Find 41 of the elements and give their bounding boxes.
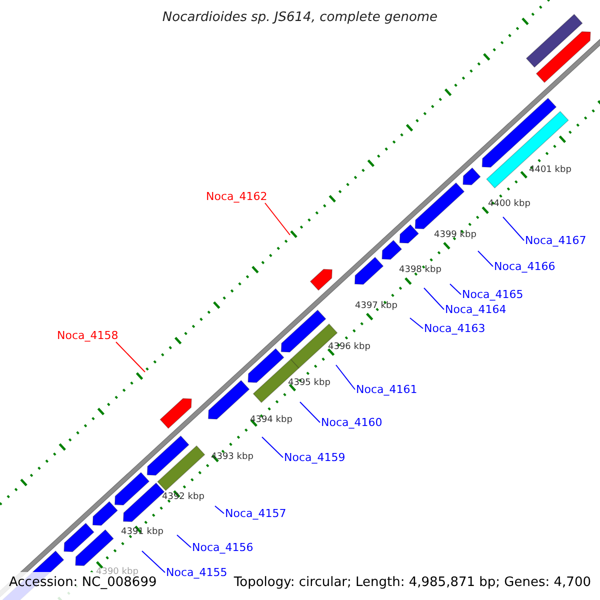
scale-label: 4395 kbp (288, 378, 330, 388)
scale-label: 4391 kbp (121, 528, 164, 536)
leader-line (264, 202, 290, 236)
map-title: Nocardioides sp. JS614, complete genome (161, 11, 439, 24)
leader-line (300, 402, 320, 423)
gene-label: Noca_4162 (206, 191, 268, 202)
gene-label: Noca_4164 (445, 304, 506, 315)
scale-label: 4394 kbp (250, 416, 292, 424)
gene-label: Noca_4166 (494, 261, 556, 272)
leader-line (116, 342, 146, 372)
scale-label: 4398 kbp (399, 266, 442, 274)
accession-label: Accession: NC_008699 (9, 576, 157, 588)
gene-label: Noca_4167 (525, 235, 586, 246)
scale-label: 4400 kbp (488, 200, 530, 208)
leader-line (142, 550, 166, 573)
leader-line (262, 436, 284, 458)
gene-label: Noca_4161 (356, 384, 418, 395)
gene-label: Noca_4158 (57, 330, 118, 341)
leader-line (450, 284, 462, 295)
leader-line (410, 318, 424, 329)
gene-label: Noca_4165 (462, 289, 524, 300)
scale-label: 4393 kbp (211, 452, 254, 462)
leader-line (214, 506, 224, 514)
scale-label: 4399 kbp (434, 230, 476, 240)
genome-summary: Topology: circular; Length: 4,985,871 bp; Genes: 4,700 (234, 576, 591, 588)
leader-line (336, 364, 356, 390)
gene-label: Noca_4155 (166, 567, 228, 578)
scale-label: 4401 kbp (529, 166, 572, 174)
leader-line (478, 250, 494, 267)
leader-line (424, 288, 444, 310)
scale-label: 4396 kbp (328, 342, 370, 352)
scale-label: 4392 kbp (162, 492, 204, 502)
gene-label: Noca_4160 (321, 417, 382, 428)
scale-label: 4397 kbp (355, 302, 398, 310)
leader-line (502, 216, 524, 241)
leader-line (176, 534, 192, 548)
gene-label: Noca_4159 (284, 452, 346, 463)
gene-label: Noca_4156 (192, 542, 254, 553)
gene-label: Noca_4163 (424, 323, 486, 334)
gene-label: Noca_4157 (225, 508, 286, 519)
scale-label: 4390 kbp (96, 568, 138, 576)
